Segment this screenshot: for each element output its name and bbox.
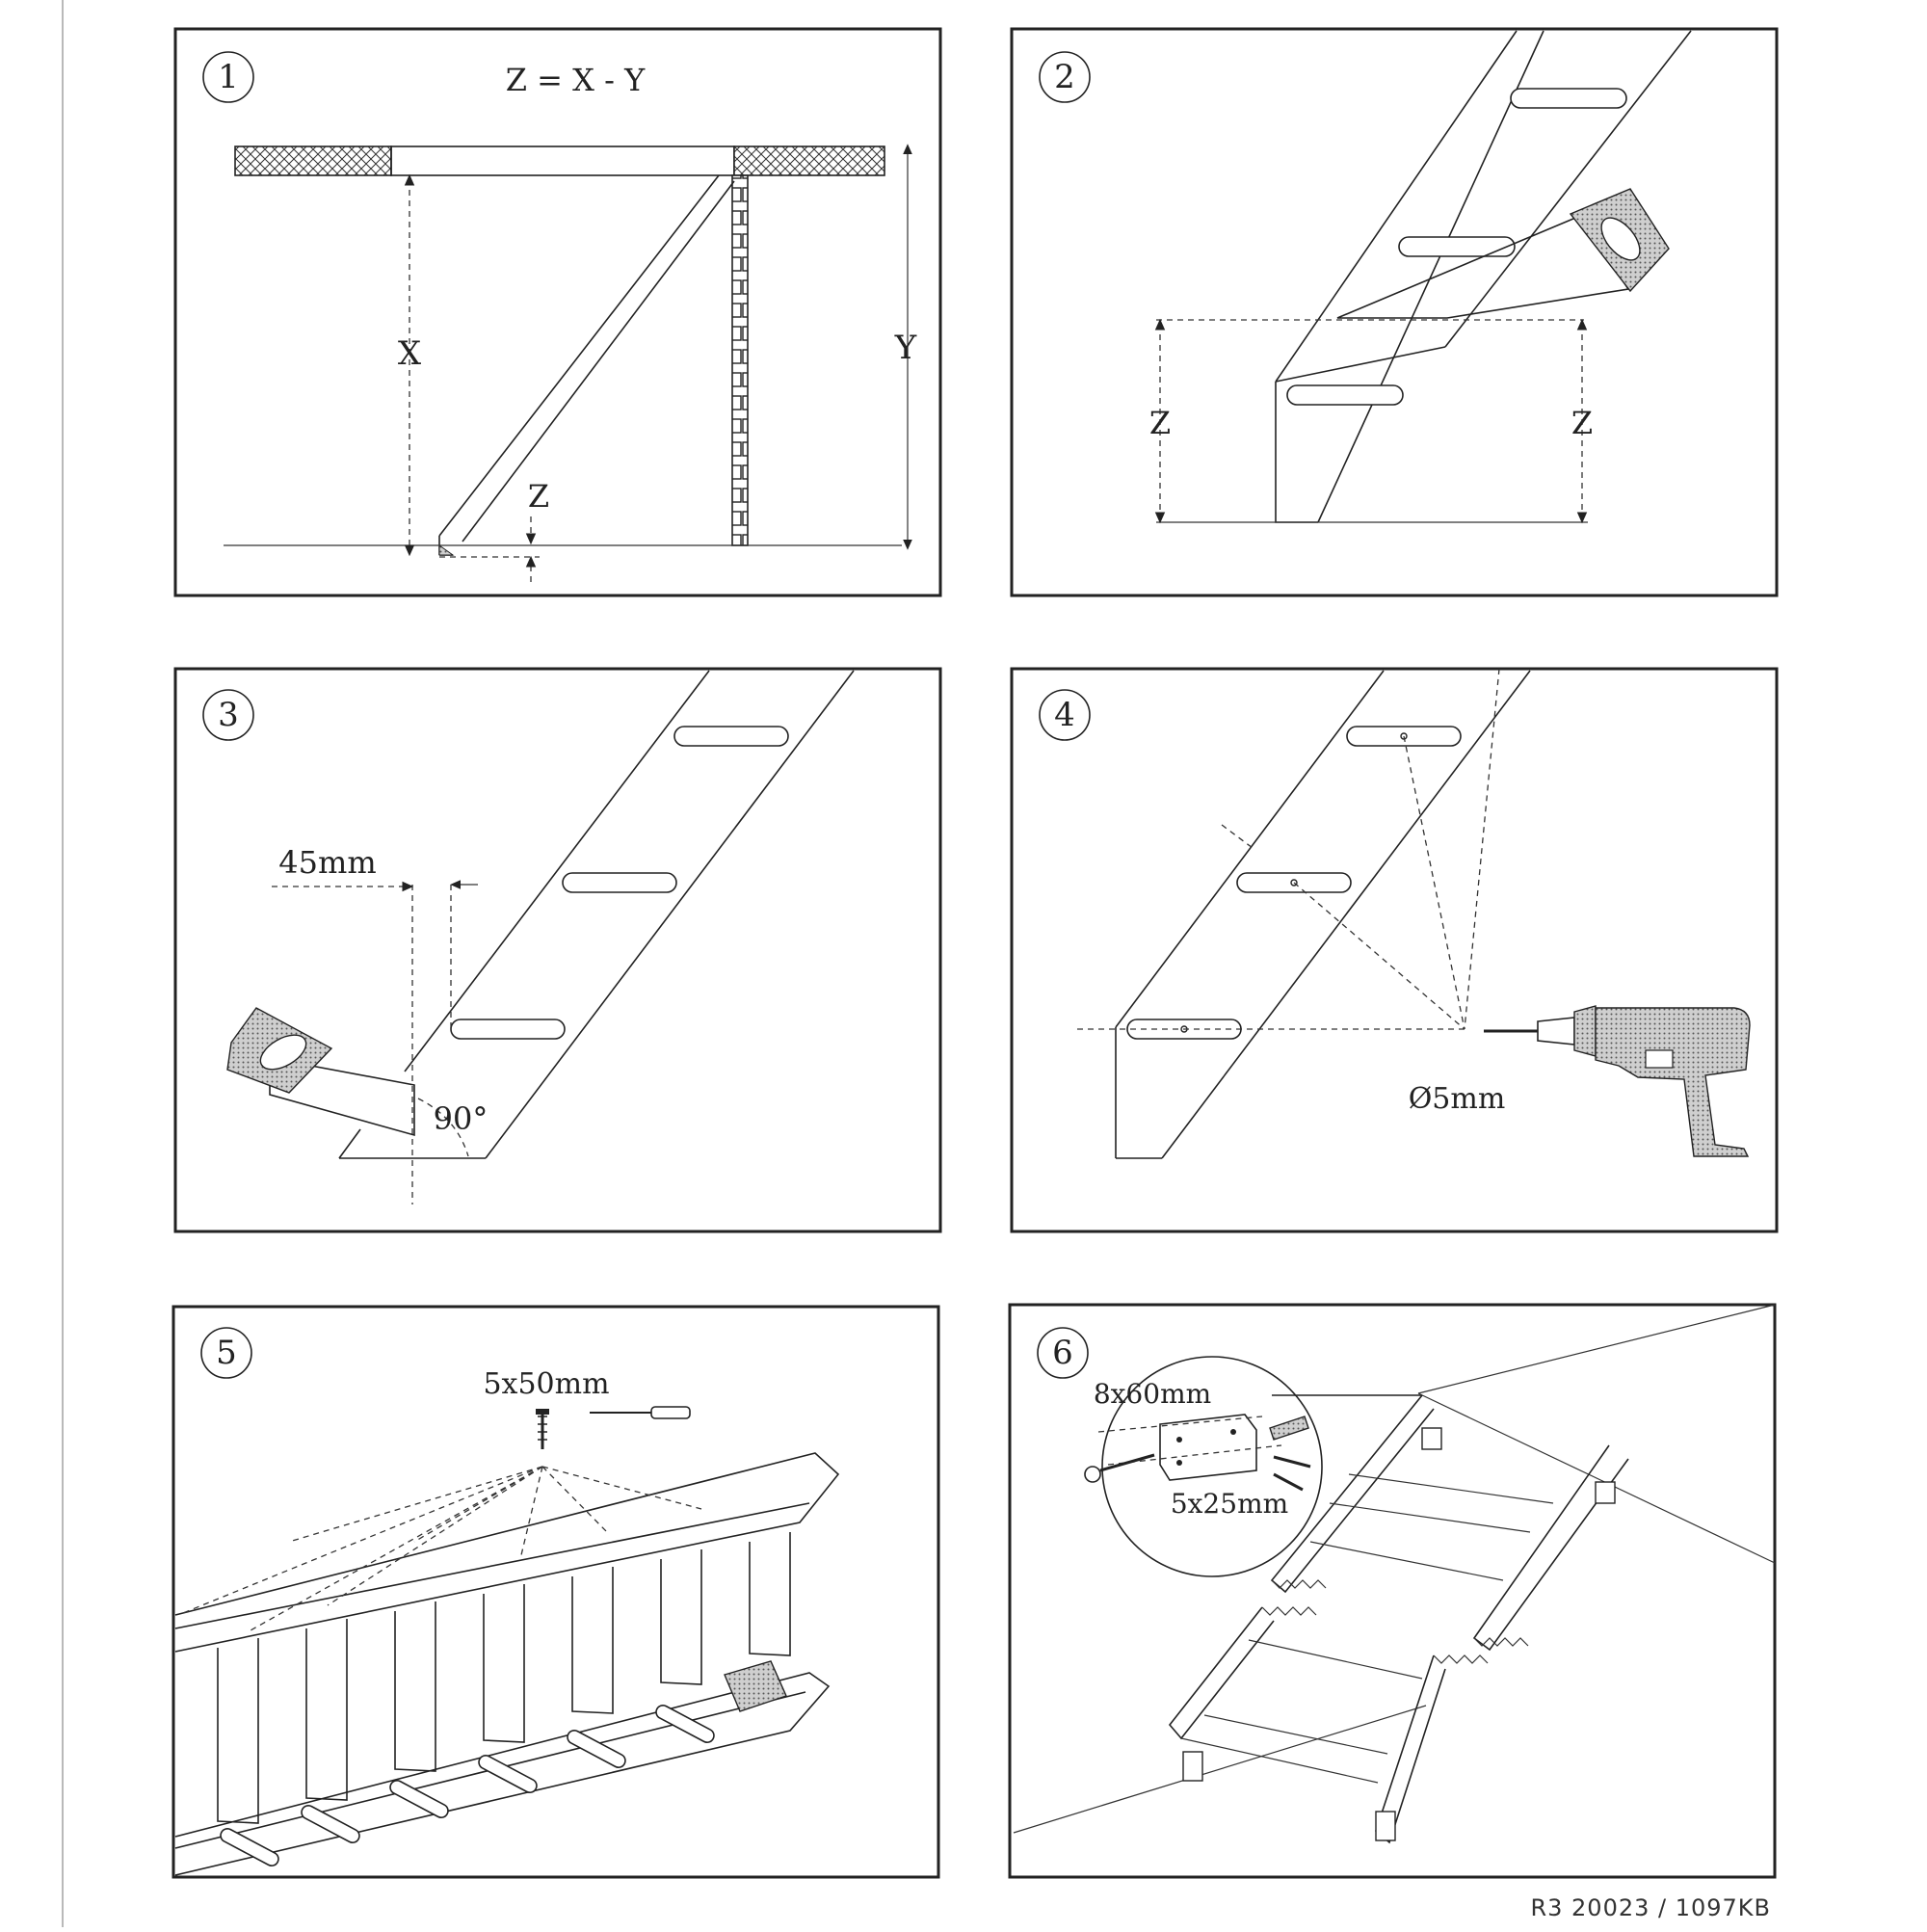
wall-plug-icon — [1269, 1416, 1311, 1492]
binding-margin-line — [62, 0, 64, 1927]
panel-2-number: 2 — [1054, 58, 1075, 96]
tread-boards — [217, 1532, 791, 1824]
stringer — [338, 670, 855, 1159]
angle-label: 90° — [434, 1100, 488, 1137]
panel-4-frame — [1010, 667, 1779, 1233]
detail-screw-size-label: 5x25mm — [1171, 1488, 1288, 1520]
panel-1-number: 1 — [218, 58, 239, 96]
z-label: Z — [528, 478, 549, 515]
lower-slots — [220, 1704, 715, 1867]
panel-1: 1 Z = X - Y X Y — [173, 27, 942, 597]
panel-5-number: 5 — [216, 1334, 237, 1372]
upper-stair-flight — [1270, 1394, 1629, 1652]
tread-slot-2 — [562, 872, 677, 893]
z-label-left: Z — [1149, 405, 1171, 441]
panel-2-frame — [1010, 27, 1779, 597]
panel-4-number-badge — [1039, 689, 1091, 741]
tick-mark — [1221, 824, 1254, 849]
panel-6-frame — [1008, 1303, 1777, 1879]
upper-floor-edge — [1417, 1304, 1776, 1394]
detail-circle — [1101, 1356, 1323, 1577]
tread-teeth-3 — [1261, 1606, 1317, 1616]
panel-3: 3 45mm 90 — [173, 667, 942, 1233]
tread-teeth-4 — [1433, 1654, 1489, 1664]
panel-3-frame — [173, 667, 942, 1233]
tread-slot-3 — [1286, 384, 1404, 406]
bolt-icon — [1084, 1453, 1155, 1483]
power-drill-icon — [1484, 1005, 1751, 1157]
bracket-icon — [724, 1660, 787, 1712]
tread-slot-1 — [673, 726, 789, 747]
screwdriver-icon — [590, 1406, 691, 1419]
screw-size-label: 5x50mm — [483, 1367, 609, 1401]
lower-floor-line — [1013, 1705, 1427, 1834]
tread-slot-3 — [450, 1019, 566, 1040]
floor-slab-left — [234, 146, 392, 176]
hand-saw-icon — [226, 1007, 415, 1137]
vertical-ladder — [731, 174, 749, 546]
panel-5-number-badge — [200, 1327, 252, 1379]
panel-4: 4 — [1010, 667, 1779, 1233]
panel-2: 2 Z Z — [1010, 27, 1779, 597]
offset-label: 45mm — [278, 844, 376, 881]
panel-3-number-badge — [202, 689, 254, 741]
panel-5-frame — [172, 1305, 940, 1879]
panel-6-number: 6 — [1052, 1334, 1073, 1372]
document-reference: R3 20023 / 1097KB — [1530, 1894, 1771, 1921]
z-label-right: Z — [1571, 405, 1593, 441]
panel-6: 6 8x60mm 5x25mm — [1008, 1303, 1777, 1879]
stringer — [1115, 670, 1531, 1159]
tread-slot-2 — [1398, 236, 1516, 257]
panel-1-number-badge — [202, 51, 254, 103]
upper-stringer — [174, 1452, 840, 1653]
screw-guide-lines — [182, 1466, 702, 1631]
panel-1-formula: Z = X - Y — [506, 62, 646, 98]
tread-teeth-2 — [1473, 1637, 1529, 1647]
drill-guide-1 — [1403, 735, 1465, 1030]
hand-saw-icon — [1336, 188, 1670, 319]
screw-icon — [536, 1409, 549, 1449]
x-label: X — [398, 334, 422, 373]
panel-3-number: 3 — [218, 696, 239, 734]
drill-diameter-label: Ø5mm — [1409, 1082, 1506, 1116]
drill-guide-2 — [1293, 882, 1465, 1030]
panel-6-number-badge — [1037, 1327, 1089, 1379]
y-label: Y — [894, 329, 917, 367]
drill-guide-3 — [1464, 668, 1500, 1030]
bracket-detail — [1097, 1414, 1282, 1481]
tread-teeth-1 — [1271, 1579, 1327, 1589]
panel-4-number: 4 — [1054, 696, 1075, 734]
floor-opening — [390, 146, 735, 176]
upper-floor-side — [1417, 1392, 1776, 1564]
panel-5: 5 5x50mm — [172, 1305, 940, 1879]
panel-2-number-badge — [1039, 51, 1091, 103]
bolt-size-label: 8x60mm — [1094, 1378, 1211, 1410]
inclined-stair — [438, 174, 735, 556]
panel-1-frame — [173, 27, 942, 597]
lower-stair-flight — [1168, 1606, 1489, 1844]
floor-slab-right — [733, 146, 885, 176]
tread-slot-1 — [1510, 88, 1627, 109]
